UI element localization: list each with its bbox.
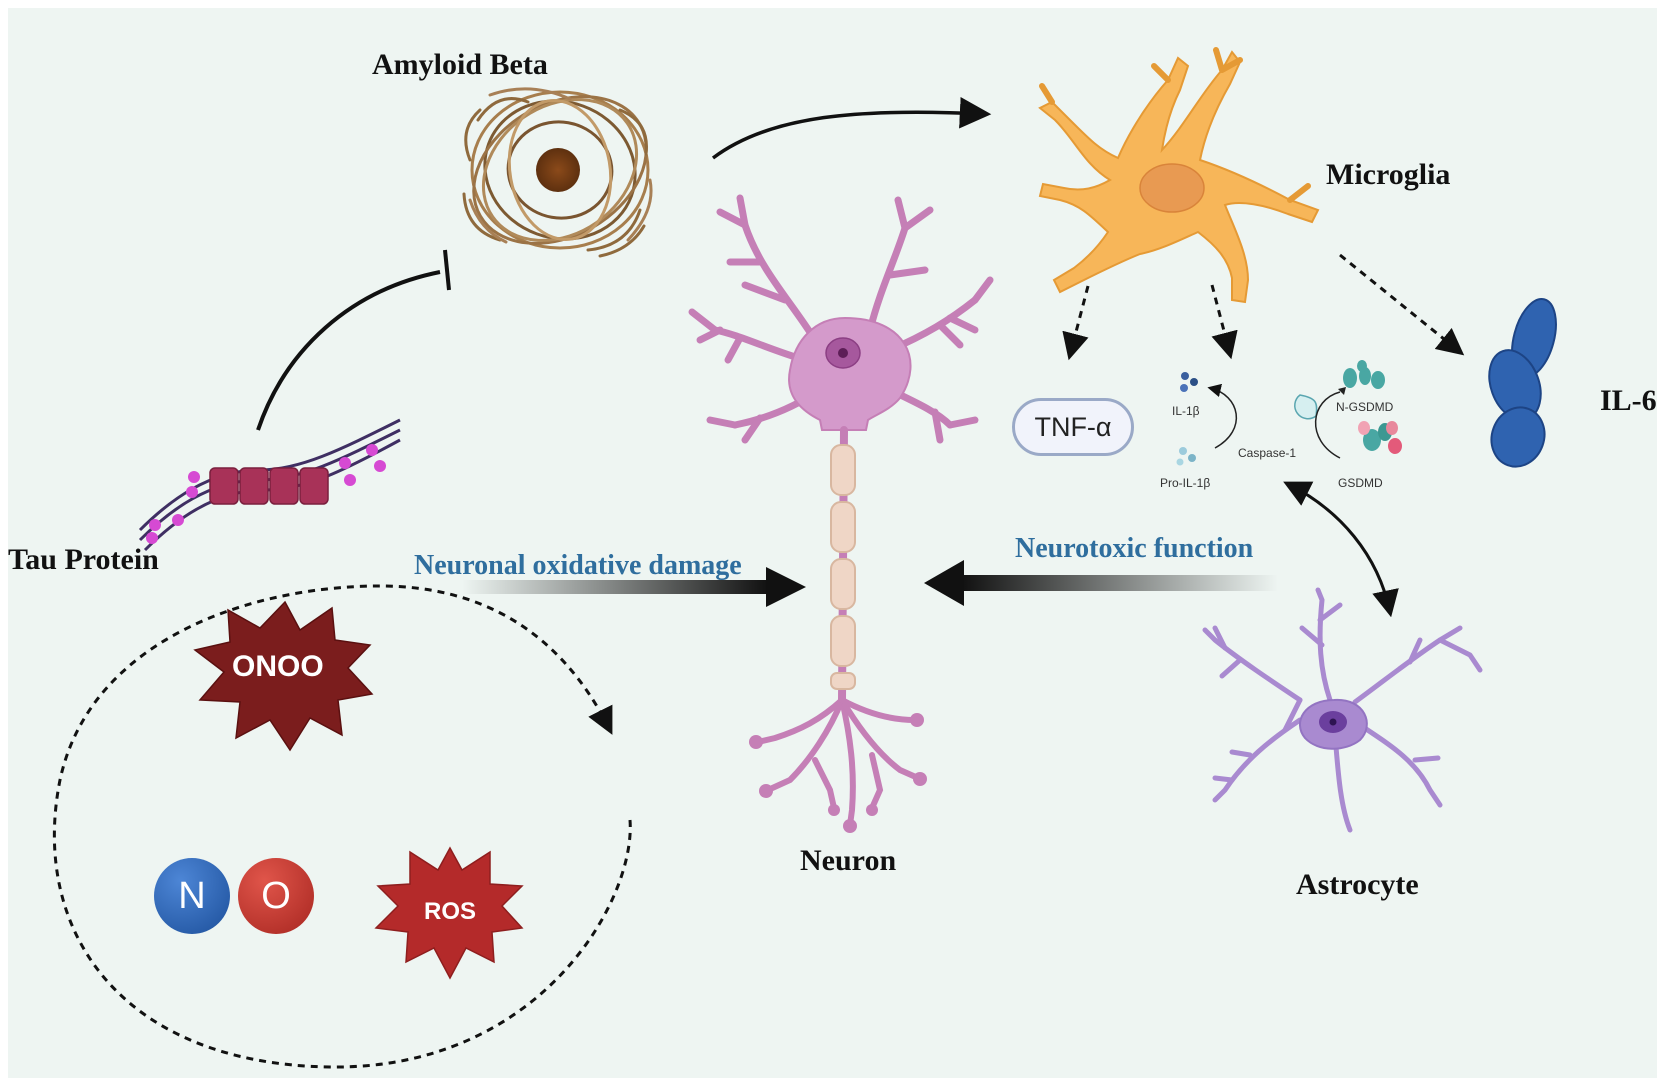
astrocyte-label: Astrocyte [1296, 868, 1419, 901]
oxygen-atom: O [238, 858, 314, 934]
caspase1-icon [1294, 394, 1318, 420]
neuron-cell [688, 194, 994, 833]
microglia-label: Microglia [1326, 158, 1451, 191]
microglia-cell [1038, 47, 1320, 304]
tau-protein-label: Tau Protein [8, 543, 159, 576]
pro-il1b-label: Pro-IL-1β [1160, 476, 1211, 490]
astrocyte-cell [1202, 587, 1483, 833]
n-gsdmd-icon [1343, 360, 1385, 389]
inhibition-bar [443, 249, 451, 291]
oxidative-cycle-arrow [52, 584, 632, 1069]
inflammasome-astrocyte-arrow [1283, 481, 1399, 618]
onoo-star [193, 600, 374, 752]
tau-inhibits-amyloid-arrow [256, 270, 441, 431]
ros-label: ROS [424, 898, 477, 925]
tau-protein-fibril [138, 418, 401, 552]
gsdmd-label: GSDMD [1338, 476, 1383, 490]
neuron-label: Neuron [800, 844, 897, 877]
il1b-label: IL-1β [1172, 404, 1200, 418]
n-gsdmd-label: N-GSDMD [1336, 400, 1394, 414]
amyloid-to-microglia-arrow [711, 97, 992, 160]
il6-molecule [1488, 298, 1557, 468]
amyloid-beta-plaque [462, 87, 653, 258]
onoo-label: ONOO [232, 650, 324, 683]
il6-label: IL-6 [1600, 384, 1657, 417]
neurotoxic-function-arrow [924, 560, 1278, 606]
ros-star [374, 846, 524, 980]
nitrogen-atom: N [154, 858, 230, 934]
neurotoxic-function-label: Neurotoxic function [1015, 533, 1254, 564]
tnf-alpha-badge: TNF-α [1012, 398, 1134, 456]
caspase1-label: Caspase-1 [1238, 446, 1297, 460]
gsdmd-icon [1358, 421, 1402, 454]
oxidative-damage-label: Neuronal oxidative damage [414, 550, 742, 581]
inflammasome-panel [1176, 360, 1402, 466]
amyloid-beta-label: Amyloid Beta [372, 48, 548, 81]
oxidative-damage-arrow [462, 567, 806, 607]
